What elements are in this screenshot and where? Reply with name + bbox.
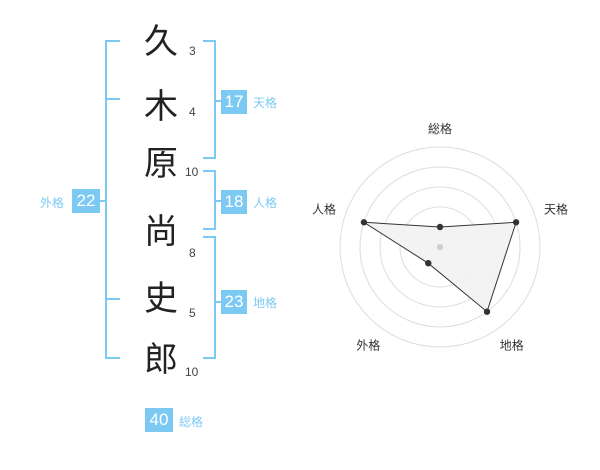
radar-point-3 bbox=[483, 308, 491, 315]
tenkaku-value: 17 bbox=[221, 90, 247, 114]
radar-axis-label-4: 外格 bbox=[356, 338, 380, 353]
chikaku-label: 地格 bbox=[253, 296, 278, 310]
radar-center-dot bbox=[437, 244, 443, 250]
stroke-count-3: 10 bbox=[185, 165, 199, 179]
chikaku-value: 23 bbox=[221, 290, 247, 314]
stroke-count-2: 4 bbox=[189, 105, 196, 119]
name-char-5: 史 bbox=[144, 279, 178, 319]
tenkaku-label: 天格 bbox=[253, 96, 278, 110]
stroke-count-5: 5 bbox=[189, 306, 196, 320]
stroke-count-6: 10 bbox=[185, 365, 199, 379]
radar-point-4 bbox=[425, 259, 432, 267]
gaikaku-value: 22 bbox=[72, 189, 100, 213]
chikaku-bracket bbox=[203, 236, 216, 359]
name-char-6: 郎 bbox=[144, 340, 178, 380]
radar-axis-label-1: 総格 bbox=[428, 121, 452, 136]
radar-axis-label-2: 天格 bbox=[544, 201, 568, 216]
radar-ring-5 bbox=[339, 146, 541, 348]
gaikaku-label: 外格 bbox=[40, 196, 65, 210]
radar-point-2 bbox=[512, 219, 520, 226]
stroke-count-1: 3 bbox=[189, 44, 196, 58]
soukaku-value: 40 bbox=[145, 408, 173, 432]
radar-ring-4 bbox=[359, 166, 521, 328]
radar-point-5 bbox=[360, 219, 368, 226]
soukaku-label: 総格 bbox=[179, 415, 204, 429]
name-char-4: 尚 bbox=[144, 212, 178, 252]
radar-axis-label-5: 人格 bbox=[312, 201, 336, 216]
jinkaku-value: 18 bbox=[221, 190, 247, 214]
radar-point-1 bbox=[436, 223, 444, 231]
stroke-count-4: 8 bbox=[189, 246, 196, 260]
radar-series-polygon bbox=[363, 221, 517, 313]
radar-axis-label-3: 地格 bbox=[500, 338, 524, 353]
name-char-3: 原 bbox=[144, 144, 178, 184]
gaikaku-bracket bbox=[105, 40, 120, 359]
tenkaku-bracket bbox=[203, 40, 216, 159]
name-char-2: 木 bbox=[144, 87, 178, 127]
jinkaku-label: 人格 bbox=[253, 196, 278, 210]
name-char-1: 久 bbox=[144, 22, 178, 62]
